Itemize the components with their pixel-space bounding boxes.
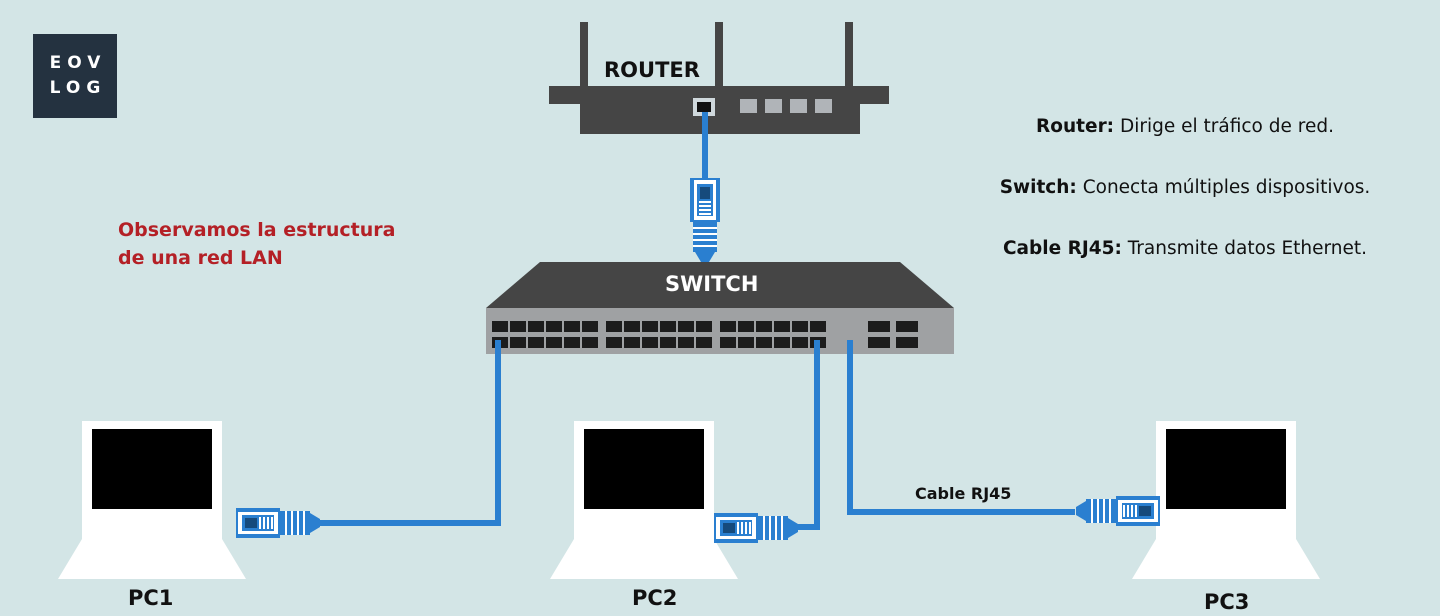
router [549, 22, 889, 134]
pc3-label: PC3 [1204, 590, 1250, 614]
pc1-laptop [58, 421, 246, 579]
pc2-label: PC2 [632, 586, 678, 610]
switch-port [510, 337, 526, 348]
switch-port [510, 321, 526, 332]
router-label: ROUTER [604, 58, 700, 82]
switch-port [546, 321, 562, 332]
switch-port [492, 321, 508, 332]
switch-port [642, 337, 658, 348]
switch-port [624, 337, 640, 348]
switch-port [606, 337, 622, 348]
switch-port [660, 337, 676, 348]
switch-port [696, 337, 712, 348]
switch-port [678, 321, 694, 332]
legend: Router: Dirige el tráfico de red. Switch… [960, 112, 1410, 295]
switch-port [792, 337, 808, 348]
switch-uplink-port [868, 337, 890, 348]
pc2-cable [797, 340, 820, 530]
switch-port [774, 321, 790, 332]
switch-port [546, 337, 562, 348]
pc3-rj45-connector [1075, 495, 1161, 527]
switch-uplink-port [896, 321, 918, 332]
switch-port [642, 321, 658, 332]
switch-port [582, 321, 598, 332]
legend-cable: Cable RJ45: Transmite datos Ethernet. [960, 234, 1410, 264]
pc1-label: PC1 [128, 586, 174, 610]
legend-switch-desc: Conecta múltiples dispositivos. [1076, 177, 1371, 198]
legend-switch: Switch: Conecta múltiples dispositivos. [960, 173, 1410, 203]
switch-port [792, 321, 808, 332]
pc2-laptop [550, 421, 738, 579]
lan-note: Observamos la estructura de una red LAN [118, 216, 438, 272]
legend-router-desc: Dirige el tráfico de red. [1114, 116, 1334, 137]
switch-port [738, 321, 754, 332]
switch-port [624, 321, 640, 332]
switch-port [774, 337, 790, 348]
legend-router-term: Router: [1036, 116, 1115, 137]
switch-uplink-port [868, 321, 890, 332]
switch-port [582, 337, 598, 348]
switch-ports [492, 321, 918, 348]
switch-port [720, 337, 736, 348]
switch-port [756, 337, 772, 348]
pc1-cable [318, 340, 501, 526]
pc3-cable [847, 340, 1075, 515]
router-switch-cable [689, 112, 721, 263]
switch-port [738, 337, 754, 348]
logo-line-1: EOV [49, 53, 107, 73]
switch-port [660, 321, 676, 332]
legend-router: Router: Dirige el tráfico de red. [960, 112, 1410, 142]
switch-port [564, 337, 580, 348]
eovlog-logo: EOV LOG [33, 34, 117, 118]
pc1-rj45-connector [235, 507, 321, 539]
legend-cable-term: Cable RJ45: [1002, 238, 1122, 259]
switch-port [810, 321, 826, 332]
pc3-laptop [1132, 421, 1320, 579]
switch-port [606, 321, 622, 332]
switch-label: SWITCH [665, 272, 759, 296]
lan-note-line-2: de una red LAN [118, 247, 283, 269]
cable-rj45-label: Cable RJ45 [915, 484, 1012, 503]
logo-line-2: LOG [49, 78, 107, 98]
legend-switch-term: Switch: [999, 177, 1077, 198]
legend-cable-desc: Transmite datos Ethernet. [1121, 238, 1368, 259]
switch-port [528, 337, 544, 348]
switch-port [756, 321, 772, 332]
switch [486, 262, 954, 354]
switch-port [696, 321, 712, 332]
pc2-rj45-connector [713, 512, 799, 544]
switch-port [720, 321, 736, 332]
switch-port [564, 321, 580, 332]
switch-uplink-port [896, 337, 918, 348]
lan-note-line-1: Observamos la estructura [118, 219, 396, 241]
switch-port [678, 337, 694, 348]
switch-port [528, 321, 544, 332]
